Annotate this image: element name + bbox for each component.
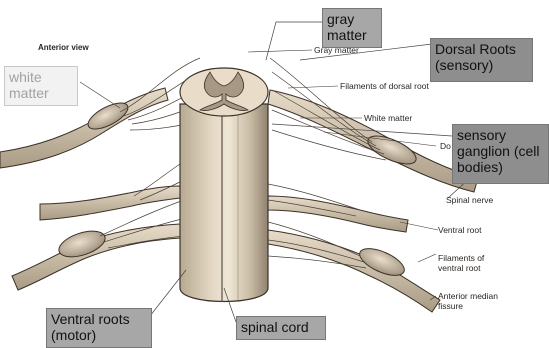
middle-right-nerve: [268, 196, 408, 232]
callout-sensory-ganglion: sensory ganglion (cell bodies): [452, 124, 549, 184]
filaments-dorsal-root-label: Filaments of dorsal root: [340, 82, 429, 91]
callout-spinal-cord: spinal cord: [236, 316, 326, 340]
anterior-view-label: Anterior view: [38, 44, 89, 52]
lower-right-nerve: [268, 230, 440, 312]
spinal-cord-body: [180, 104, 268, 302]
white-matter-printed-label: White matter: [364, 114, 412, 123]
callout-dorsal-roots-line-2: (sensory): [435, 57, 528, 73]
callout-sensory-ganglion-line-3: bodies): [457, 159, 544, 175]
middle-left-nerve: [40, 186, 180, 220]
callout-sensory-ganglion-line-2: ganglion (cell: [457, 143, 544, 159]
callout-dorsal-roots-line-1: Dorsal Roots: [435, 41, 528, 57]
callout-gray-matter: gray matter: [322, 8, 382, 48]
callout-white-matter-line-2: matter: [9, 85, 73, 101]
ventral-root-label: Ventral root: [438, 226, 481, 235]
callout-ventral-roots: Ventral roots (motor): [46, 308, 152, 348]
callout-sensory-ganglion-line-1: sensory: [457, 127, 544, 143]
filaments-ventral-root-label-2: ventral root: [438, 264, 481, 273]
callout-dorsal-roots: Dorsal Roots (sensory): [430, 38, 533, 82]
callout-ventral-roots-line-2: (motor): [51, 327, 147, 343]
filaments-ventral-root-label-1: Filaments of: [438, 254, 484, 263]
anterior-median-fissure-label-2: fissure: [438, 302, 463, 311]
callout-white-matter-line-1: white: [9, 69, 73, 85]
callout-white-matter: white matter: [4, 66, 78, 106]
callout-spinal-cord-line-1: spinal cord: [241, 319, 321, 335]
dorsal-root-partial-label: Do: [440, 142, 451, 151]
callout-gray-matter-line-1: gray: [327, 11, 377, 27]
spinal-nerve-label: Spinal nerve: [446, 196, 493, 205]
callout-gray-matter-line-2: matter: [327, 27, 377, 43]
anterior-median-fissure-label-1: Anterior median: [438, 292, 498, 301]
callout-ventral-roots-line-1: Ventral roots: [51, 311, 147, 327]
